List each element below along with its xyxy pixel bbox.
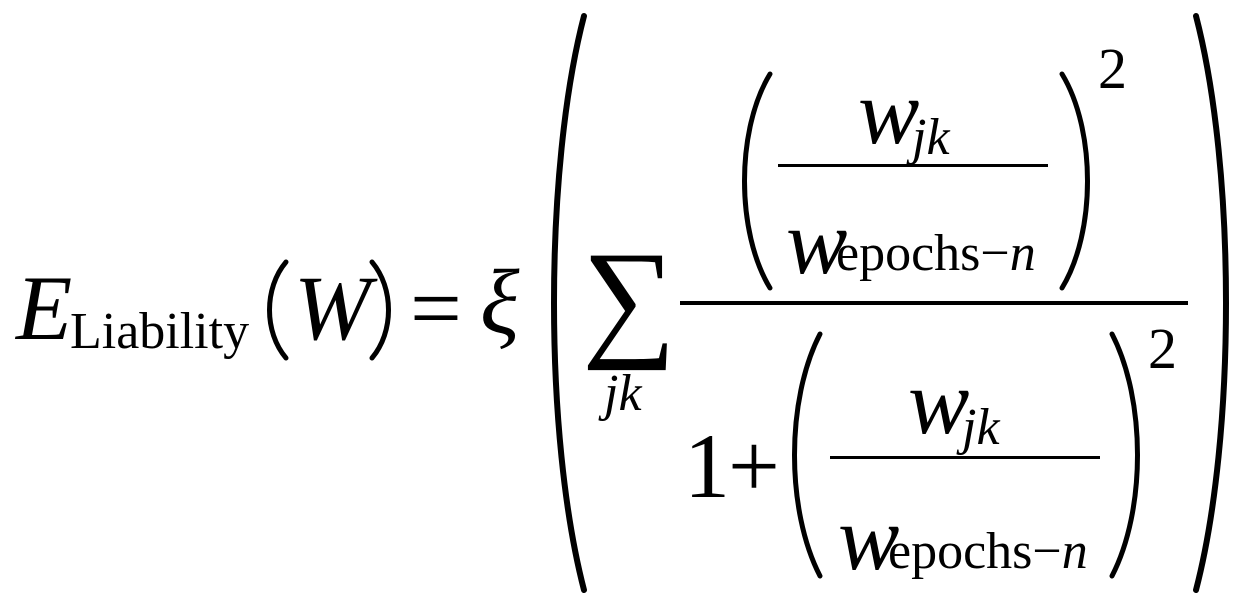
numerator-right-paren — [1059, 71, 1090, 291]
equals-sign: = — [410, 257, 462, 359]
denominator-weight-subscript: jk — [962, 399, 1000, 456]
numerator-inner-fraction-bar — [778, 164, 1048, 167]
denominator-left-paren — [792, 331, 823, 579]
outer-left-paren — [551, 13, 587, 593]
denominator-reference-weight: w — [838, 487, 900, 589]
numerator-left-paren — [742, 71, 773, 291]
summation-symbol: ∑ — [582, 224, 677, 371]
summation-index: jk — [604, 365, 642, 422]
denominator-weight: w — [908, 351, 970, 453]
denominator-right-paren — [1109, 331, 1140, 579]
main-fraction-bar — [680, 301, 1188, 305]
denominator-exponent: 2 — [1148, 316, 1177, 381]
denominator-reference-subscript: epochs−n — [888, 523, 1088, 580]
denominator-plus: + — [728, 415, 780, 517]
numerator-exponent: 2 — [1098, 36, 1127, 101]
energy-subscript: Liability — [70, 303, 250, 360]
numerator-reference-weight: w — [786, 191, 848, 293]
xi-coefficient: ξ — [480, 251, 520, 353]
numerator-reference-subscript: epochs−n — [836, 225, 1036, 282]
lhs-left-paren — [267, 259, 289, 361]
outer-right-paren — [1193, 13, 1229, 593]
energy-symbol: E — [16, 257, 73, 359]
numerator-weight-subscript: jk — [912, 109, 950, 166]
argument-symbol: W — [294, 257, 371, 359]
lhs-right-paren — [369, 259, 391, 361]
denominator-one: 1 — [684, 415, 730, 517]
denominator-inner-fraction-bar — [830, 456, 1100, 459]
numerator-weight: w — [858, 61, 920, 163]
